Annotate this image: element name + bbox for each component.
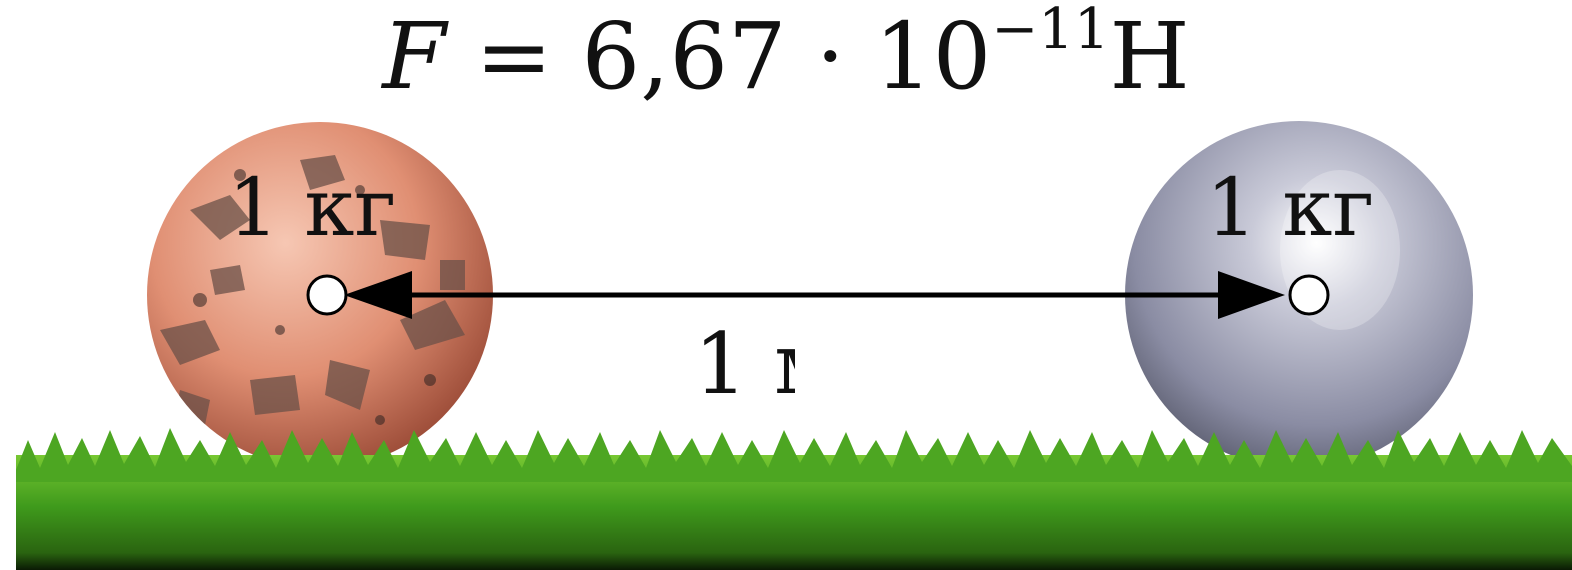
distance-arrow (344, 271, 1285, 319)
left-center-point (306, 274, 348, 316)
formula-coefficient: 6,67 · 10 (581, 3, 992, 110)
distance-label-occluder (795, 318, 875, 418)
formula-exponent: −11 (991, 0, 1110, 62)
formula-lhs: F (382, 3, 447, 110)
force-formula: F = 6,67 · 10−11Н (0, 0, 1572, 110)
grass (16, 428, 1572, 570)
formula-equals: = (446, 3, 582, 110)
left-mass-label: 1 кг (228, 161, 397, 254)
right-mass-label: 1 кг (1206, 161, 1375, 254)
formula-unit: Н (1109, 3, 1190, 110)
right-center-point (1288, 274, 1330, 316)
